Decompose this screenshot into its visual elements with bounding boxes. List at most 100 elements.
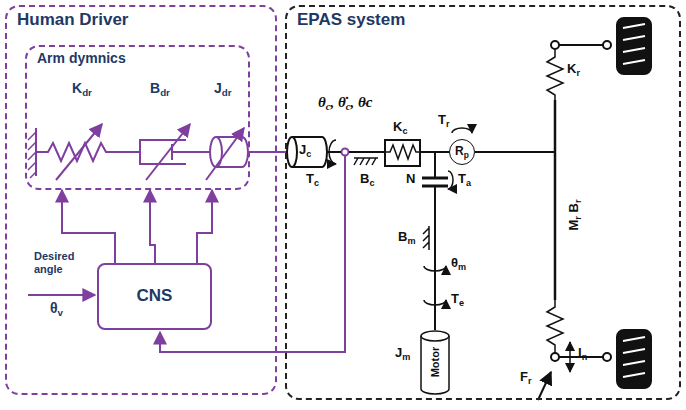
symbol-label: r <box>572 216 582 220</box>
symbol-label: v <box>58 307 63 318</box>
node-label: R <box>455 144 464 158</box>
motor-cylinder: Motor <box>420 330 450 395</box>
symbol-label: dr <box>160 87 170 98</box>
symbol-label: , θ <box>350 94 365 110</box>
epas-region: EPAS systemRpMotor <box>285 5 681 400</box>
symbol-label: Bm <box>398 230 415 245</box>
node-label: Rp <box>455 145 469 158</box>
spring-symbol <box>547 49 563 100</box>
steering-shaft <box>420 151 555 153</box>
symbol-label: θc, θ̇c, θ̈c <box>318 94 372 111</box>
angle-arc <box>424 266 446 271</box>
arm-mechanics <box>28 124 349 352</box>
symbol-label: c <box>326 101 331 112</box>
symbol-label: K <box>567 61 576 76</box>
column-cylinder <box>287 137 297 167</box>
feedback-line <box>160 156 345 352</box>
joint-circle <box>551 353 559 361</box>
symbol-label: Kdr <box>72 80 92 96</box>
symbol-label: r <box>576 68 580 78</box>
variable-arrow <box>146 124 190 180</box>
symbol-label: m <box>402 352 410 362</box>
symbol-label: θm <box>451 256 466 271</box>
symbol-label: c <box>346 101 351 112</box>
symbol-label: r <box>572 200 582 204</box>
symbol-label: B <box>566 203 581 212</box>
wheel-tread <box>623 24 645 377</box>
symbol-label: Bc <box>360 172 374 187</box>
symbol-label: J <box>214 80 222 96</box>
symbol-label: J <box>299 142 306 157</box>
symbol-label: F <box>520 369 528 384</box>
symbol-label: Kc <box>393 120 407 135</box>
steering-shaft <box>327 151 385 153</box>
symbol-label: K <box>72 80 82 96</box>
symbol-label: θv <box>50 300 63 316</box>
symbol-label: Kr <box>567 62 580 77</box>
spring-symbol <box>547 300 563 353</box>
symbol-label: dr <box>222 87 232 98</box>
angle-sensor <box>342 149 349 156</box>
symbol-label: Jdr <box>214 80 232 96</box>
symbol-label: θ <box>451 255 458 270</box>
spring-symbol <box>385 145 420 159</box>
symbol-label: M <box>566 220 581 231</box>
symbol-label: Ta <box>458 172 471 187</box>
symbol-label: K <box>393 119 402 134</box>
symbol-label: Desired angle <box>34 250 98 275</box>
motor-shaft <box>434 186 436 330</box>
symbol-label: Mr Br <box>567 198 582 233</box>
damper-symbol <box>118 140 210 164</box>
symbol-label: , θ̇ <box>330 94 345 110</box>
symbol-label: c <box>366 94 373 110</box>
driver-region: Human DriverArm dymnicsCNS <box>5 5 277 395</box>
symbol-label: c <box>306 149 311 159</box>
symbol-label: m <box>407 236 415 246</box>
symbol-label: c <box>314 178 319 188</box>
bearing-hatch <box>423 226 429 250</box>
symbol-label: θ <box>318 94 326 110</box>
steering-mechanics <box>287 18 651 400</box>
symbol-label: n <box>582 352 588 362</box>
symbol-label: Fr <box>520 370 532 385</box>
force-arrow <box>538 372 551 400</box>
torque-arc <box>452 128 472 133</box>
symbol-label: dr <box>82 87 92 98</box>
gear-stub <box>434 152 436 177</box>
cns-box: CNS <box>97 263 212 330</box>
pinion-circle: Rp <box>449 139 475 165</box>
region-title: Arm dymnics <box>27 47 136 70</box>
symbol-label: T <box>451 291 459 306</box>
symbol-label: c <box>402 126 407 136</box>
torque-arc <box>329 140 336 164</box>
gear-symbol <box>422 178 448 186</box>
variable-arrow <box>56 124 102 180</box>
symbol-label: J <box>395 345 402 360</box>
control-connector <box>197 190 212 263</box>
variable-arrow <box>206 128 244 180</box>
symbol-label: In <box>578 346 587 361</box>
symbol-label: T <box>438 112 446 127</box>
symbol-label: Bdr <box>150 80 170 96</box>
arm-dynamics-region: Arm dymnics <box>25 45 250 190</box>
symbol-label: B <box>398 229 407 244</box>
region-title: EPAS system <box>287 7 415 34</box>
symbol-label: N <box>406 172 415 187</box>
spring-symbol <box>36 143 118 161</box>
node-label: CNS <box>137 287 173 306</box>
tie-rod <box>559 44 603 46</box>
symbol-label: I <box>578 345 582 360</box>
bearing-hatch <box>354 158 378 165</box>
rack-line <box>554 100 557 300</box>
node-label: Motor <box>429 347 441 378</box>
symbol-label: r <box>446 119 450 129</box>
symbol-label: B <box>360 171 369 186</box>
hand-shaft <box>248 151 287 153</box>
control-connector <box>150 190 155 263</box>
torque-arc <box>448 171 453 189</box>
input-arrow <box>28 294 95 296</box>
torque-arc <box>424 300 446 305</box>
symbol-label: a <box>466 178 471 188</box>
symbol-label: r <box>528 376 532 386</box>
symbol-label: m <box>458 262 466 272</box>
